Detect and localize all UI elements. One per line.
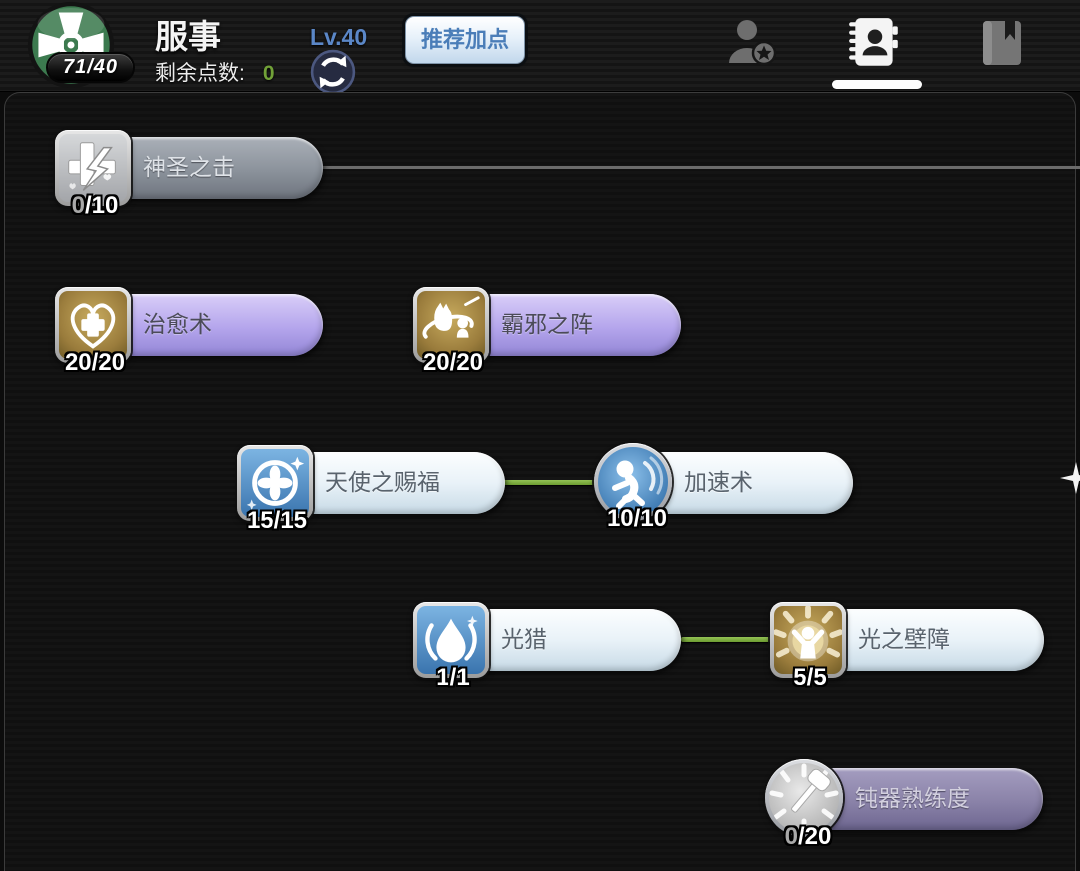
demon-array-icon [413,287,489,363]
connector-line-holy-strike [320,166,1080,169]
skill-pill: 钝器熟练度 [803,768,1043,830]
holy-strike-icon [55,130,131,206]
sparkle-decoration [1058,460,1080,501]
skill-level: 20/20 [64,349,126,376]
skill-name: 天使之赐福 [325,469,440,495]
skill-name: 光猎 [501,626,547,652]
remaining-points-label: 剩余点数: [155,62,245,85]
skill-name: 加速术 [684,469,753,495]
heal-icon [55,287,131,363]
reset-points-button[interactable] [310,49,356,95]
skill-level: 5/5 [793,664,827,691]
skill-name: 霸邪之阵 [501,311,593,337]
skill-node-agi-up[interactable]: 加速术 10/10 [594,443,864,532]
tab-skillbook[interactable] [846,14,904,72]
skill-node-light-barrier[interactable]: 光之壁障 5/5 [770,602,1050,691]
remaining-points: 剩余点数: 0 [155,57,275,87]
refresh-icon [310,49,356,95]
book-icon [983,21,1021,65]
skill-level: 10/10 [606,505,668,532]
skill-level: 0/20 [784,823,832,850]
recommend-allocate-button[interactable]: 推荐加点 [405,16,525,64]
connector-line-angel-to-agi [503,480,602,485]
skill-level: 15/15 [246,507,308,534]
skill-name: 钝器熟练度 [855,785,970,811]
job-level-badge: 71/40 [46,52,135,83]
mace-mastery-icon [765,759,843,837]
skill-book-icon [849,18,898,66]
person-star-icon [729,20,777,66]
light-barrier-icon [770,602,846,678]
skill-node-light-hunt[interactable]: 光猎 1/1 [413,602,683,691]
agi-up-icon [594,443,672,521]
level-label: Lv.40 [310,24,368,50]
skill-node-demon-array[interactable]: 霸邪之阵 20/20 [413,287,683,376]
skill-node-heal[interactable]: 治愈术 20/20 [55,287,325,376]
skill-level: 1/1 [436,664,470,691]
tab-character[interactable] [726,16,778,70]
light-hunt-icon [413,602,489,678]
top-bar: 71/40 服事 剩余点数: 0 Lv.40 推荐加点 [0,0,1080,95]
skill-name: 神圣之击 [143,154,235,180]
skill-name: 光之壁障 [858,626,950,652]
remaining-points-value: 0 [262,62,275,85]
skill-node-holy-strike[interactable]: 神圣之击 0/10 [55,130,325,219]
tab-handbook[interactable] [979,17,1025,69]
active-tab-indicator [832,80,922,89]
connector-line-lighthunt-to-barrier [681,637,773,642]
angel-blessing-icon [237,445,313,521]
skill-name: 治愈术 [143,311,212,337]
skill-level: 0/10 [71,192,119,219]
skill-node-angel-blessing[interactable]: 天使之赐福 15/15 [237,445,507,534]
skill-node-mace-mastery[interactable]: 钝器熟练度 0/20 [765,759,1045,850]
page-title: 服事 [155,18,221,55]
skill-level: 20/20 [422,349,484,376]
